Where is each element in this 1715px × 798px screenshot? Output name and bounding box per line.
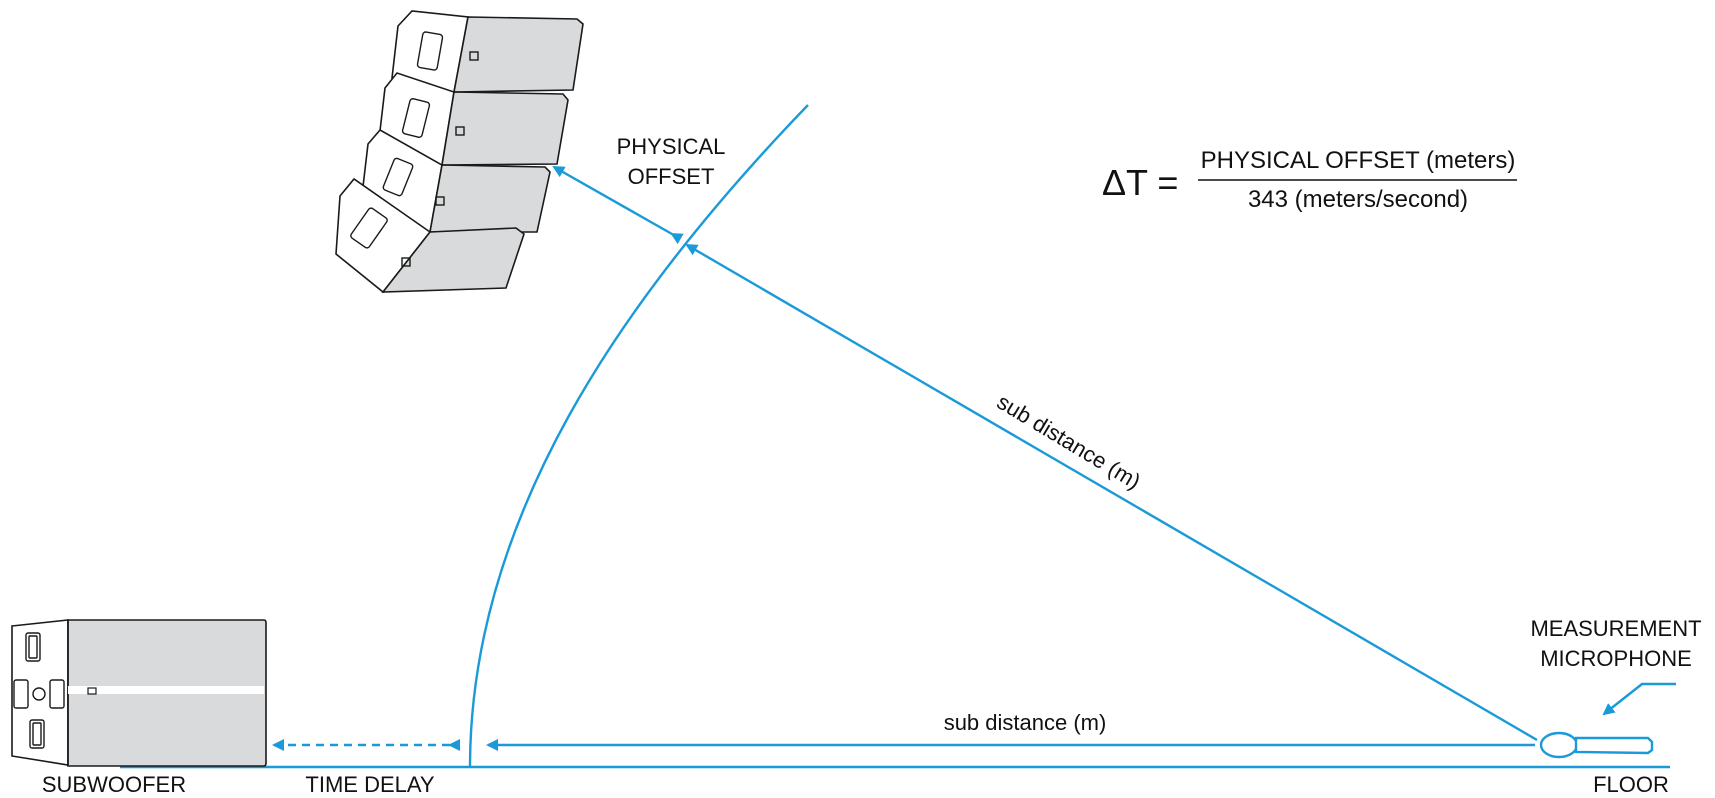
delay-formula: ΔT = PHYSICAL OFFSET (meters) 343 (meter… [1102,147,1517,213]
sub-distance-horizontal-label: sub distance (m) [944,710,1107,735]
subwoofer-icon [11,619,267,767]
time-delay-label: TIME DELAY [305,772,435,797]
equal-distance-arc [468,104,809,768]
line-array-cabinet-4 [335,177,525,294]
formula-lhs: ΔT = [1102,162,1178,203]
floor-label: FLOOR [1593,772,1669,797]
subwoofer-label: SUBWOOFER [42,772,186,797]
measurement-microphone-icon [1539,731,1654,759]
physical-offset-label-line1: PHYSICAL [617,134,726,159]
physical-offset-arrow [552,165,684,245]
sub-distance-diagonal-line [685,243,1538,742]
line-array-cabinet-1 [391,10,584,93]
formula-numerator: PHYSICAL OFFSET (meters) [1201,147,1516,174]
line-array-speakers-icon [335,10,584,294]
measurement-microphone-label-line2: MICROPHONE [1540,646,1692,671]
physical-offset-label-line2: OFFSET [628,164,715,189]
sub-distance-diagonal-label: sub distance (m) [993,389,1145,494]
microphone-pointer-line [1602,682,1676,716]
measurement-microphone-label-line1: MEASUREMENT [1530,616,1701,641]
formula-denominator: 343 (meters/second) [1248,186,1468,213]
